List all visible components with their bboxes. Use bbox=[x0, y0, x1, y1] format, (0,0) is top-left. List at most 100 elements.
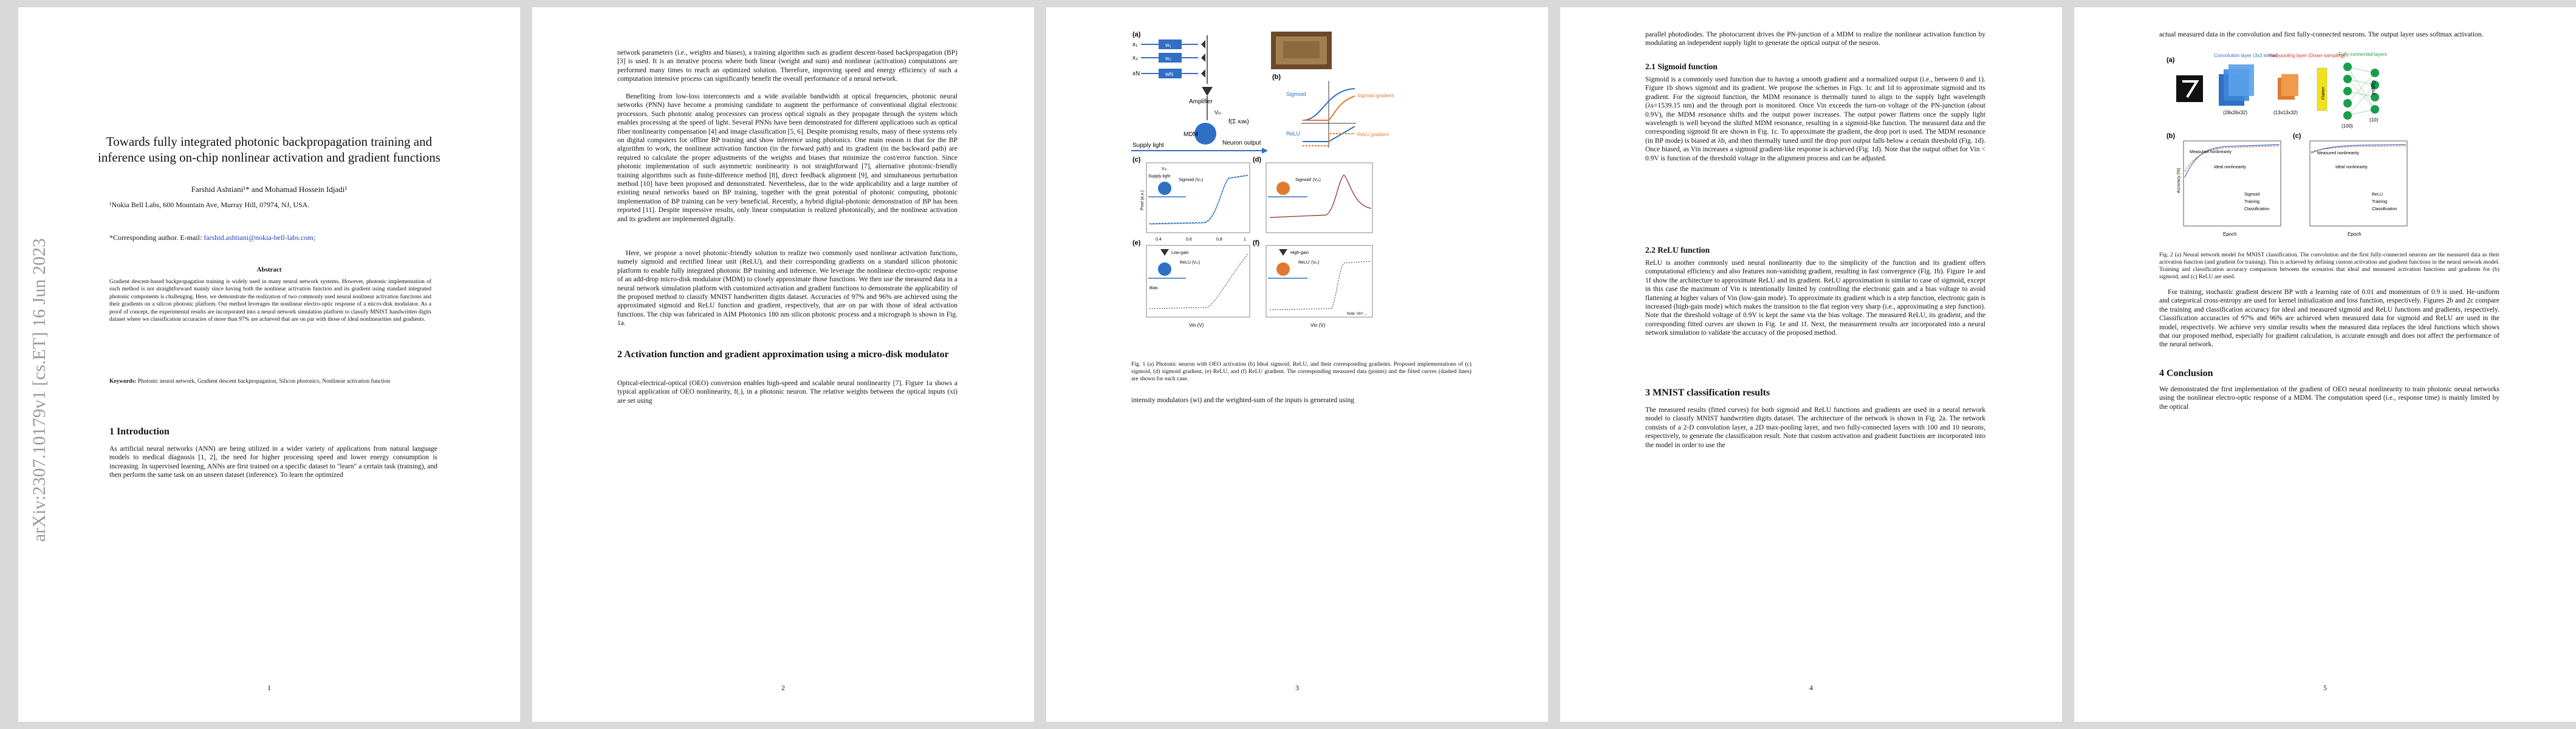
input-x2: x₂ bbox=[1132, 55, 1138, 61]
weight-w1: w₁ bbox=[1165, 42, 1171, 48]
fig2-chart-c: Measured nonlinearity Ideal nonlinearity… bbox=[2309, 140, 2408, 237]
corresponding-prefix: *Corresponding author. E-mail: bbox=[109, 233, 204, 242]
pool-dim-label: (13x13x32) bbox=[2273, 110, 2298, 115]
body-paragraph-pnn: Benefiting from low-loss interconnects a… bbox=[617, 93, 957, 223]
sigmoid-measured-curve bbox=[1149, 175, 1249, 225]
pool-layer-label: Max-pooling layer (Down-sampling) bbox=[2269, 53, 2345, 58]
vin-label: Vᵢₙ bbox=[1214, 109, 1221, 115]
body-paragraph-oeo: Optical-electrical-optical (OEO) convers… bbox=[617, 380, 957, 405]
abstract-text: Gradient descent-based backpropagation t… bbox=[109, 279, 431, 323]
body-paragraph-relu: ReLU is another commonly used neural non… bbox=[1645, 259, 1985, 337]
neuron-output-label: Neuron output bbox=[1222, 140, 1261, 146]
high-gain-label: High-gain bbox=[1290, 251, 1309, 255]
fig2-network-diagram: Convolution layer (3x3 kernel) (28x26x32… bbox=[2176, 52, 2387, 129]
relu-measured-train-curve bbox=[2311, 144, 2406, 154]
fig1-label-f: (f) bbox=[1253, 239, 1259, 247]
ylabel-b: Accuracy (%) bbox=[2177, 168, 2181, 193]
legend-train-c: Training bbox=[2372, 200, 2387, 204]
conv-layer-label: Convolution layer (3x3 kernel) bbox=[2214, 53, 2279, 58]
vin-label-c: Vᵢₙ bbox=[1162, 167, 1167, 171]
intro-paragraph: As artificial neural networks (ANN) are … bbox=[109, 445, 437, 479]
body-paragraph-mnist: The measured results (fitted curves) for… bbox=[1645, 406, 1985, 449]
body-paragraph-training: For training, stochastic gradient descen… bbox=[2159, 289, 2499, 349]
amplifier-label: Amplifier bbox=[1189, 98, 1213, 105]
figure-2: (a) Convolution layer (3x3 kernel) (28x2… bbox=[2167, 52, 2408, 237]
fig2-label-a: (a) bbox=[2167, 56, 2175, 64]
xlabel-b: Epoch bbox=[2223, 231, 2237, 237]
measured-label-c: Measured nonlinearity bbox=[2317, 151, 2359, 156]
bias-label-e: Bias bbox=[1149, 286, 1158, 290]
ideal-label-c: Ideal nonlinearity bbox=[2335, 165, 2368, 169]
page-2: network parameters (i.e., weights and bi… bbox=[532, 7, 1034, 722]
fig1-x-axes: 0.4 0.6 0.8 1 Vin (V) Vin (V) bbox=[1156, 238, 1326, 328]
mdm-label: MDM bbox=[1184, 131, 1198, 138]
page-number: 1 bbox=[267, 683, 271, 692]
legend-class-b: Classification bbox=[2244, 207, 2269, 211]
sigmoid-grad-vin-label: Sigmoid' (Vᵢₙ) bbox=[1295, 178, 1321, 182]
xlabel-e: Vin (V) bbox=[1189, 323, 1204, 328]
ylabel-c: Pout (a.u.) bbox=[1140, 190, 1145, 210]
supply-label-c: Supply light bbox=[1148, 174, 1170, 179]
xtick-c-2: 0.6 bbox=[1186, 238, 1192, 242]
affiliation: ¹Nokia Bell Labs, 600 Mountain Ave, Murr… bbox=[109, 200, 310, 209]
keywords: Keywords: Photonic neural network, Gradi… bbox=[109, 378, 431, 385]
weight-wn: wN bbox=[1165, 71, 1173, 77]
sigmoid-ideal-curve bbox=[2184, 145, 2280, 172]
flatten-label: Flatten bbox=[2321, 86, 2326, 100]
page-number: 5 bbox=[2323, 683, 2327, 692]
body-paragraph-softmax: actual measured data in the convolution … bbox=[2159, 31, 2484, 38]
low-gain-label: Low-gain bbox=[1171, 251, 1189, 255]
fig1-label-d: (d) bbox=[1253, 156, 1261, 163]
paper-authors: Farshid Ashtiani¹* and Mohamad Hossein I… bbox=[191, 185, 348, 194]
legend-title-c: ReLU bbox=[2372, 193, 2383, 197]
mdm-icon-c bbox=[1158, 182, 1171, 195]
page-1: arXiv:2307.10179v1 [cs.ET] 16 Jun 2023 T… bbox=[18, 7, 520, 722]
xlabel-c: Epoch bbox=[2348, 231, 2362, 237]
sigmoid-label: Sigmoid bbox=[1286, 91, 1306, 97]
sigmoid-gradient-measured-curve bbox=[1269, 174, 1372, 218]
keywords-label: Keywords: bbox=[109, 378, 137, 385]
relu-gradient-measured-curve bbox=[1269, 261, 1372, 310]
weight-modulator-1 bbox=[1159, 39, 1182, 49]
fig1-neuron-diagram: x₁ x₂ xN w₁ w₂ wN Amplifier Vᵢₙ MDM bbox=[1131, 35, 1268, 154]
body-paragraph-proposal: Here, we propose a novel photonic-friend… bbox=[617, 250, 957, 327]
relu-vin-label: ReLU (Vᵢₙ) bbox=[1180, 261, 1200, 265]
xlabel-f: Vin (V) bbox=[1310, 323, 1326, 328]
fig2-label-b: (b) bbox=[2167, 132, 2175, 140]
legend-train-b: Training bbox=[2244, 200, 2259, 204]
note-label: Note: Vin² ... bbox=[1347, 312, 1368, 316]
fig1-panel-f: (f) High-gain ReLU' (Vᵢₙ) Note: Vin² ... bbox=[1253, 239, 1373, 318]
xtick-c-1: 0.4 bbox=[1156, 238, 1162, 242]
supply-light-label: Supply light bbox=[1132, 142, 1164, 149]
section-sigmoid-heading: 2.1 Sigmoid function bbox=[1645, 62, 1718, 71]
email-link[interactable]: farshid.ashtiani@nokia-bell-labs.com; bbox=[204, 233, 315, 242]
measured-label-b: Measured nonlinearity bbox=[2190, 150, 2232, 154]
sigmoid-fit-curve bbox=[1149, 174, 1249, 224]
amplifier-icon bbox=[1202, 87, 1213, 96]
legend-class-c: Classification bbox=[2372, 207, 2397, 211]
conv-dim-label: (28x26x32) bbox=[2223, 110, 2247, 115]
fig1-label-c: (c) bbox=[1132, 156, 1141, 163]
arxiv-stamp[interactable]: arXiv:2307.10179v1 [cs.ET] 16 Jun 2023 bbox=[29, 238, 49, 542]
page-5: actual measured data in the convolution … bbox=[2074, 7, 2576, 722]
mnist-digit-image bbox=[2176, 75, 2203, 102]
fig1-panel-c: (c) Supply light Sigmoid (Vᵢₙ) Vᵢₙ Pout … bbox=[1132, 156, 1250, 233]
page-3: (a) x₁ x₂ xN w₁ w₂ wN Amplifier Vᵢₙ bbox=[1046, 7, 1548, 722]
figure-1: (a) x₁ x₂ xN w₁ w₂ wN Amplifier Vᵢₙ bbox=[1131, 31, 1394, 328]
page-4: parallel photodiodes. The photocurrent d… bbox=[1560, 7, 2062, 722]
mdm-icon-d bbox=[1276, 182, 1290, 195]
keywords-text: Photonic neural network, Gradient descen… bbox=[136, 378, 391, 385]
body-paragraph-sigmoid: Sigmoid is a commonly used function due … bbox=[1645, 76, 1985, 162]
figure-2-caption: Fig. 2 (a) Neural network model for MNIS… bbox=[2159, 252, 2499, 280]
relu-measured-curve bbox=[1149, 253, 1249, 309]
relu-label: ReLU bbox=[1286, 131, 1300, 137]
fc-layer-label: Fully-connected layers bbox=[2338, 52, 2387, 57]
xtick-c-3: 0.8 bbox=[1216, 238, 1222, 242]
relu-gradient-label: ReLU gradient bbox=[1357, 132, 1389, 137]
weight-modulator-n bbox=[1159, 69, 1182, 78]
flatten-block bbox=[2317, 67, 2328, 111]
mdm-disk-icon bbox=[1194, 123, 1216, 145]
fig1-label-b: (b) bbox=[1272, 74, 1281, 81]
sigmoid-gradient-label: Sigmoid gradient bbox=[1357, 93, 1394, 98]
low-gain-amp-icon bbox=[1160, 249, 1169, 256]
